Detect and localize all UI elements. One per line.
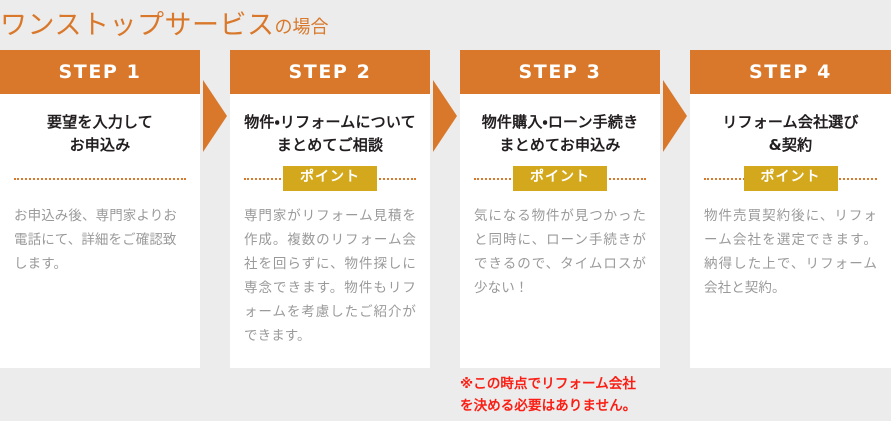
page-title-main: ワンストップサービス [0, 9, 275, 41]
step-title-2-line1: 物件・リフォームについて [244, 113, 416, 131]
footnote-note: ※この時点でリフォーム会社 を決める必要はありません。 [460, 374, 670, 417]
step-title-3-line2: まとめてお申込み [499, 136, 621, 155]
step-arrow-1-to-2 [203, 80, 227, 152]
step-card-1: STEP 1 要望を入力して お申込み お申込み後、専門家よりお電話にて、詳細を… [0, 50, 200, 368]
step-title-3-line1: 物件購入・ローン手続き [481, 113, 639, 131]
page-title-suffix: の場合 [274, 17, 329, 38]
step-arrow-2-to-3 [433, 80, 457, 152]
step-divider-3: ポイント [474, 166, 646, 192]
point-badge-4: ポイント [743, 166, 838, 191]
step-body-1: 要望を入力して お申込み お申込み後、専門家よりお電話にて、詳細をご確認致します… [0, 111, 200, 276]
step-title-1: 要望を入力して お申込み [14, 111, 186, 158]
step-card-2: STEP 2 物件・リフォームについて まとめてご相談 ポイント 専門家がリフォ… [230, 50, 430, 368]
footnote-line-2: を決める必要はありません。 [460, 397, 637, 414]
step-text-2: 専門家がリフォーム見積を作成。複数のリフォーム会社を回らずに、物件探しに専念でき… [244, 207, 416, 344]
footnote-line-1: ※この時点でリフォーム会社 [460, 376, 637, 392]
step-text-1: お申込み後、専門家よりお電話にて、詳細をご確認致します。 [14, 207, 177, 272]
step-card-3: STEP 3 物件購入・ローン手続き まとめてお申込み ポイント 気になる物件が… [460, 50, 660, 368]
step-divider-1 [14, 166, 186, 192]
dotted-rule-icon [14, 177, 186, 180]
step-title-3: 物件購入・ローン手続き まとめてお申込み [474, 111, 646, 158]
step-header-2: STEP 2 [230, 50, 430, 94]
step-title-1-line2: お申込み [69, 136, 131, 155]
step-body-3: 物件購入・ローン手続き まとめてお申込み ポイント 気になる物件が見つかったと同… [460, 111, 660, 300]
step-header-1: STEP 1 [0, 50, 200, 94]
page-title: ワンストップサービスの場合 [0, 0, 891, 50]
step-title-4: リフォーム会社選び &契約 [704, 111, 877, 158]
step-arrow-3-to-4 [663, 80, 687, 152]
steps-row: STEP 1 要望を入力して お申込み お申込み後、専門家よりお電話にて、詳細を… [0, 50, 891, 368]
step-divider-2: ポイント [244, 166, 416, 192]
step-card-4: STEP 4 リフォーム会社選び &契約 ポイント 物件売買契約後に、リフォーム… [690, 50, 891, 368]
step-title-1-line1: 要望を入力して [47, 113, 153, 131]
step-text-4: 物件売買契約後に、リフォーム会社を選定できます。納得した上で、リフォーム会社と契… [704, 207, 877, 296]
step-title-4-line2: &契約 [768, 136, 813, 155]
point-badge-3: ポイント [513, 166, 607, 191]
step-title-4-line1: リフォーム会社選び [722, 113, 859, 131]
step-title-2: 物件・リフォームについて まとめてご相談 [244, 111, 416, 158]
step-title-2-line2: まとめてご相談 [276, 136, 384, 155]
step-divider-4: ポイント [704, 166, 877, 192]
step-body-2: 物件・リフォームについて まとめてご相談 ポイント 専門家がリフォーム見積を作成… [230, 111, 430, 348]
step-text-3: 気になる物件が見つかったと同時に、ローン手続きができるので、タイムロスが少ない！ [474, 207, 646, 296]
step-header-4: STEP 4 [690, 50, 891, 94]
step-header-3: STEP 3 [460, 50, 660, 94]
point-badge-2: ポイント [283, 166, 377, 191]
step-body-4: リフォーム会社選び &契約 ポイント 物件売買契約後に、リフォーム会社を選定でき… [690, 111, 891, 300]
